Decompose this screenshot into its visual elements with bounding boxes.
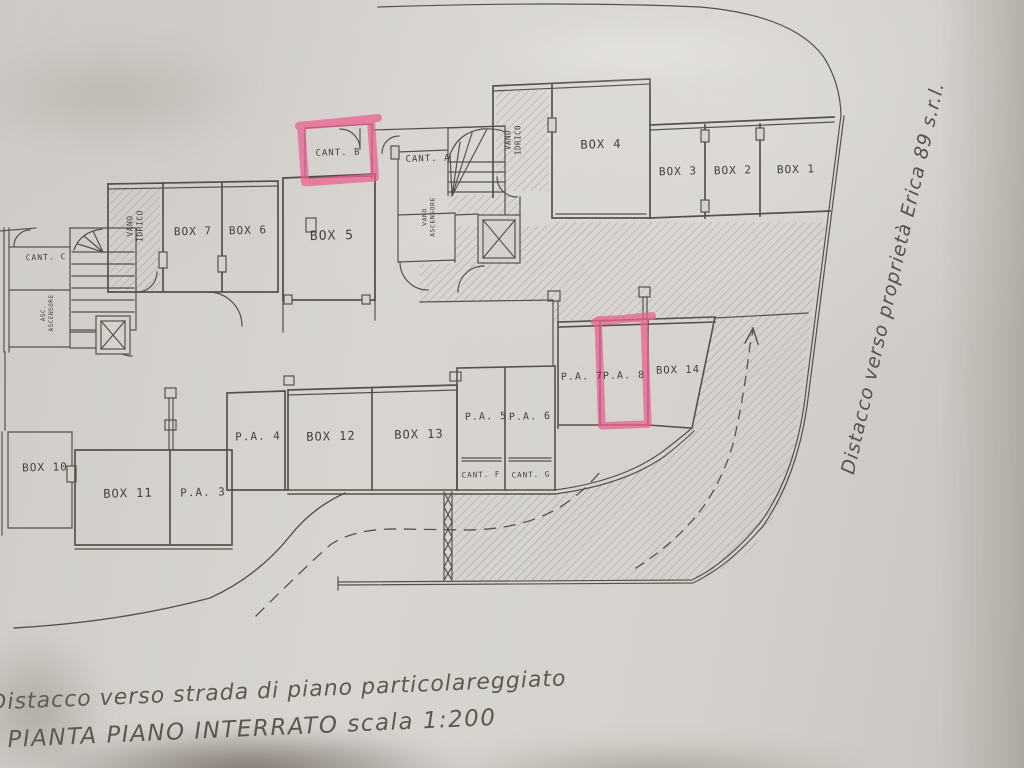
room-label-cant-f: CANT. F <box>461 469 501 480</box>
room-label-cant-a: CANT. A <box>405 153 451 165</box>
room-label-pa-6: P.A. 6 <box>508 410 552 424</box>
room-label-cant-g: CANT. G <box>511 469 551 480</box>
marker-highlights <box>295 114 656 430</box>
room-label-box-1: BOX 1 <box>776 162 816 177</box>
room-label-cant-c: CANT. C <box>25 252 67 263</box>
room-label-vano-idrico-right: VANO IDRICO <box>503 124 522 156</box>
room-label-box-4: BOX 4 <box>580 136 622 152</box>
room-label-box-3: BOX 3 <box>658 164 698 179</box>
room-label-pa-7: P.A. 7 <box>560 370 604 384</box>
room-label-cant-b: CANT. B <box>315 147 361 159</box>
room-label-box-2: BOX 2 <box>713 163 753 178</box>
room-label-pa-5: P.A. 5 <box>464 410 508 424</box>
room-label-vano-asc-left: ASC. ASCENSORE <box>40 294 55 332</box>
room-label-box-10: BOX 10 <box>21 460 69 475</box>
highlight-cant-b-top <box>295 114 382 130</box>
room-label-pa-3: P.A. 3 <box>179 485 227 500</box>
room-label-box-7: BOX 7 <box>173 224 213 239</box>
room-label-box-5: BOX 5 <box>309 227 355 245</box>
room-label-vano-idrico-left: VANO IDRICO <box>125 210 145 242</box>
room-label-pa-4: P.A. 4 <box>234 429 282 444</box>
hatched-areas <box>110 91 826 580</box>
room-label-vano-ascensore: VANO ASCENSORE <box>420 197 437 237</box>
room-label-box-6: BOX 6 <box>228 223 268 238</box>
room-label-box-13: BOX 13 <box>394 426 444 442</box>
room-label-box-12: BOX 12 <box>306 428 356 444</box>
highlight-pa-8-top <box>591 312 656 326</box>
room-label-box-14: BOX 14 <box>655 363 701 377</box>
walls <box>0 3 845 629</box>
room-label-box-11: BOX 11 <box>103 485 153 501</box>
room-label-pa-8: P.A. 8 <box>602 369 646 383</box>
